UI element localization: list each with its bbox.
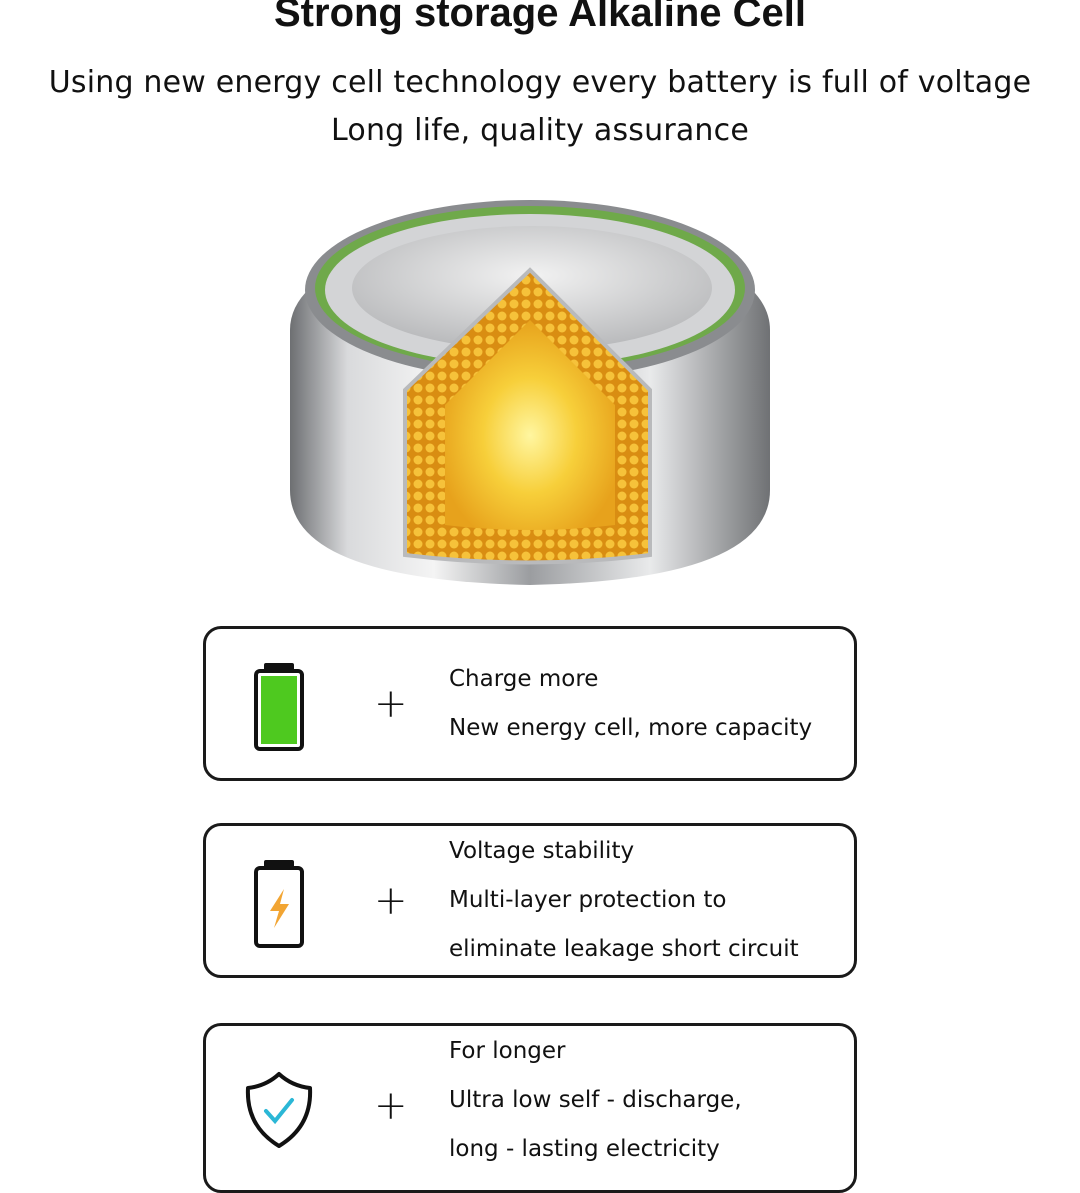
feature-title: Voltage stability [449, 838, 635, 864]
feature-title: For longer [449, 1038, 566, 1064]
feature-card-charge: + Charge more New energy cell, more capa… [203, 626, 857, 781]
button-cell-illustration [290, 200, 770, 585]
feature-description: long - lasting electricity [449, 1136, 720, 1162]
battery-full-icon [254, 663, 304, 751]
feature-description: New energy cell, more capacity [449, 714, 813, 741]
subtitle-line-2: Long life, quality assurance [331, 113, 749, 148]
feature-description: Ultra low self - discharge, [449, 1087, 742, 1113]
feature-description: Multi-layer protection to [449, 887, 727, 913]
plus-sign: + [374, 1083, 408, 1129]
subtitle-line-1: Using new energy cell technology every b… [48, 65, 1032, 100]
battery-bolt-icon [254, 860, 304, 948]
feature-description: eliminate leakage short circuit [449, 936, 799, 962]
plus-sign: + [374, 680, 408, 727]
page-title: Strong storage Alkaline Cell [274, 0, 806, 35]
shield-check-icon [245, 1072, 313, 1148]
feature-card-longevity: + For longer Ultra low self - discharge,… [203, 1023, 857, 1193]
feature-title: Charge more [449, 665, 599, 692]
plus-sign: + [374, 877, 408, 924]
feature-card-voltage: + Voltage stability Multi-layer protecti… [203, 823, 857, 978]
